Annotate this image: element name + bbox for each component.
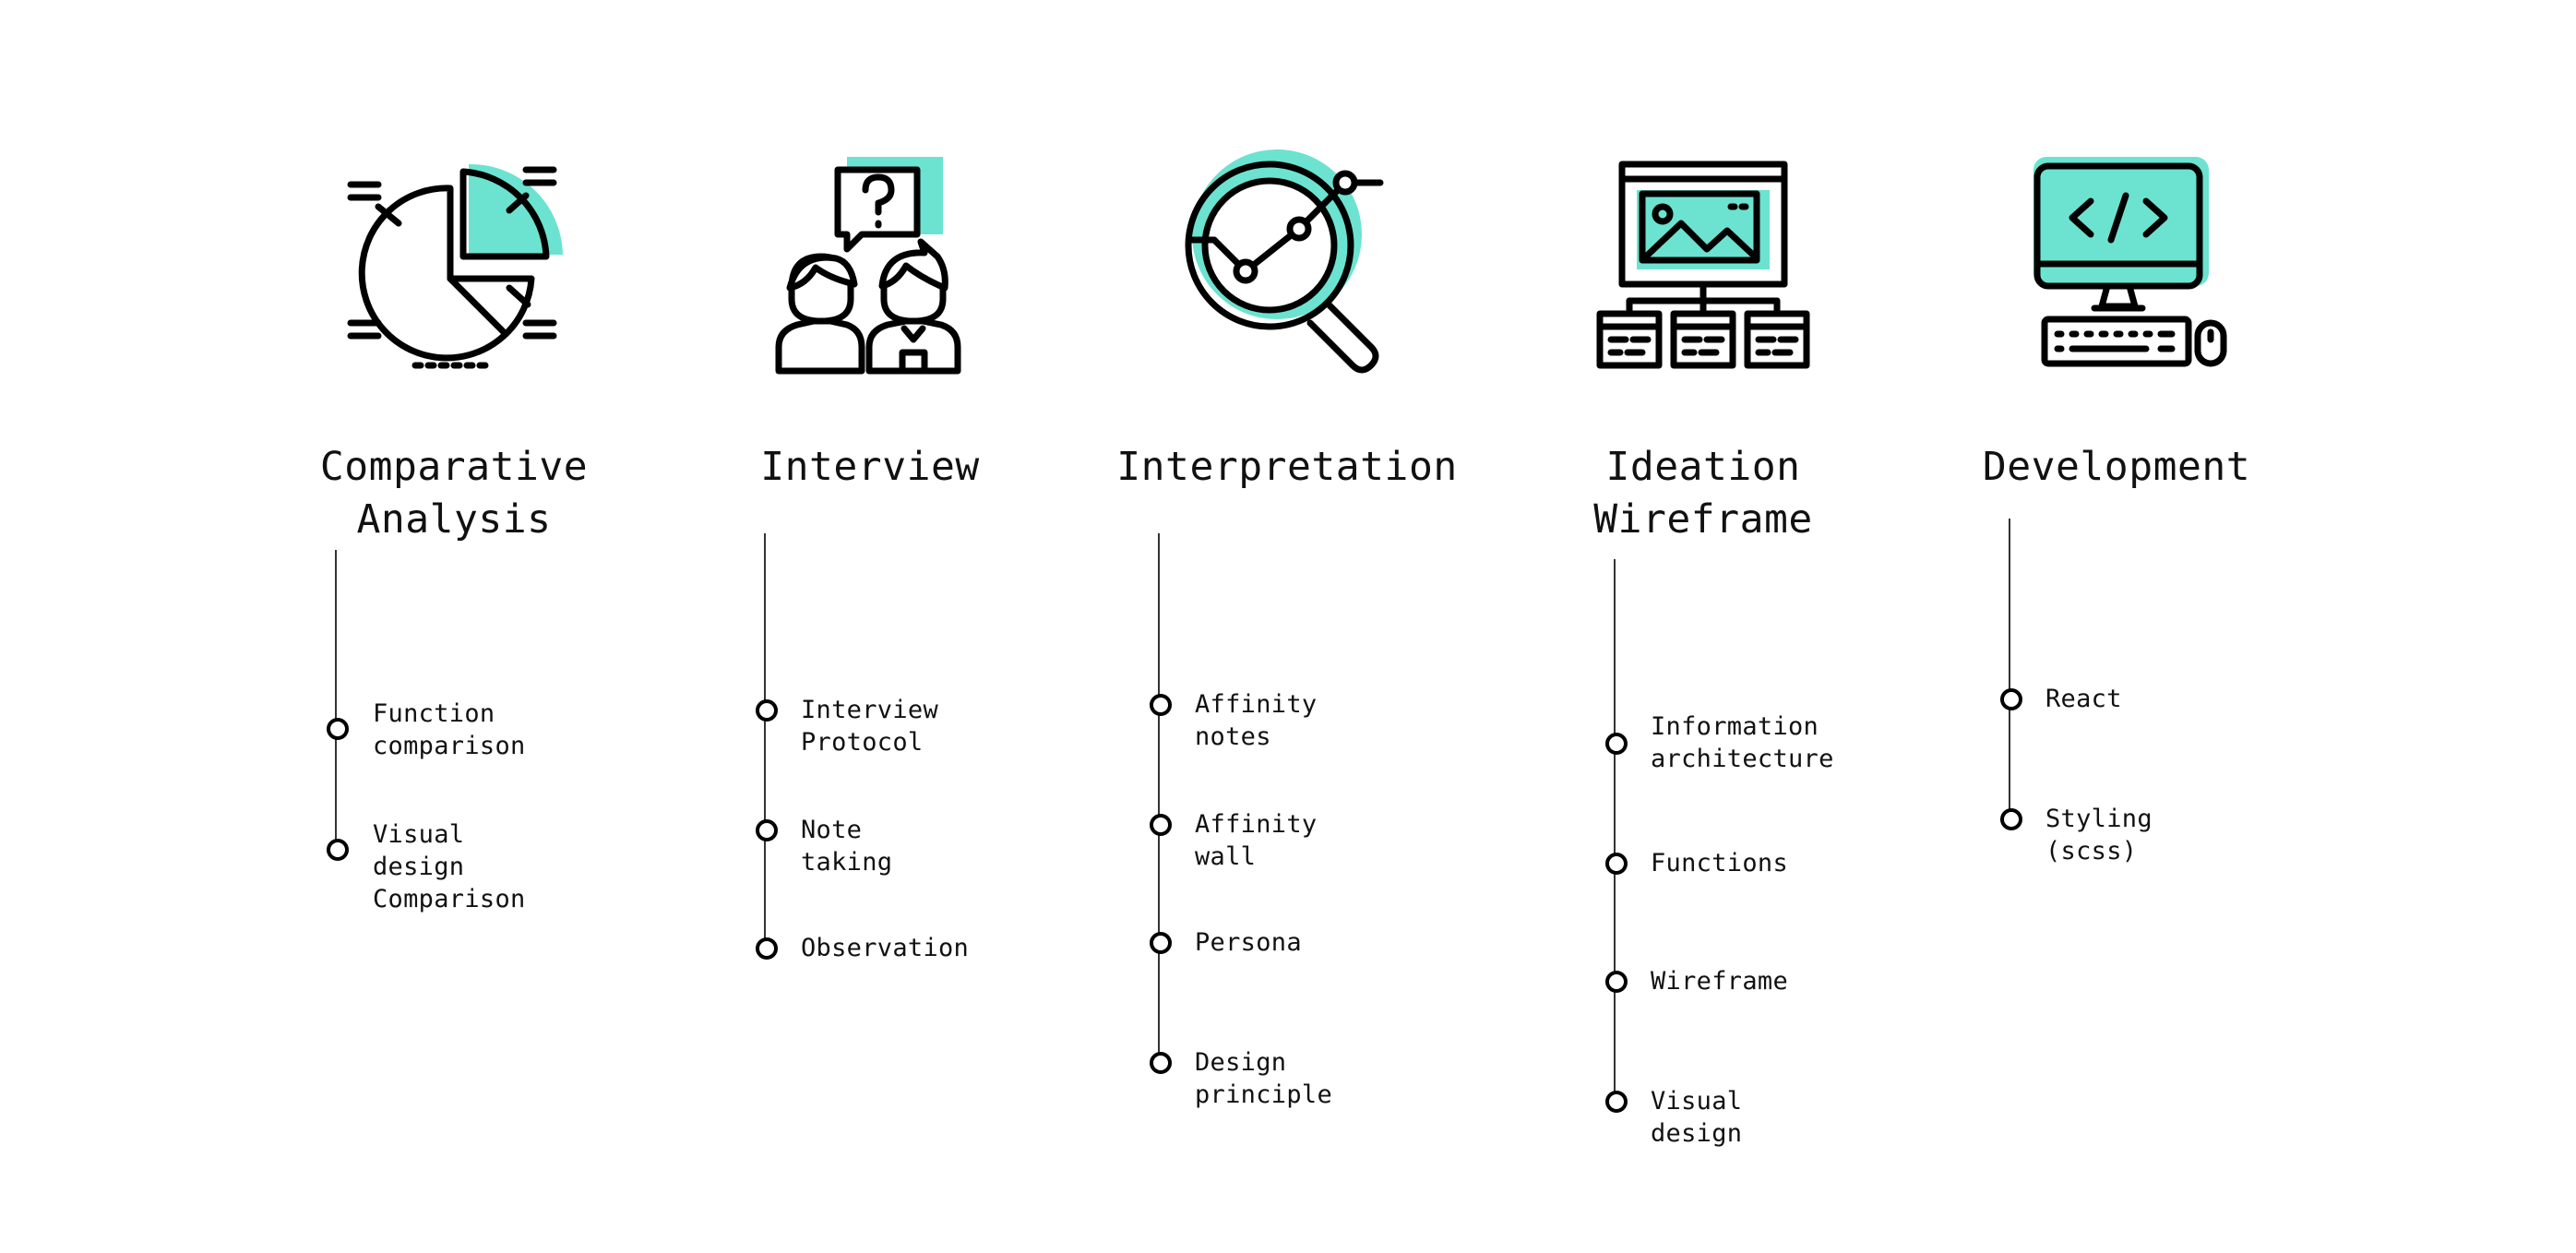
stage-title: Interview	[760, 444, 980, 490]
timeline-line	[2009, 519, 2010, 825]
timeline-line	[1158, 533, 1160, 1068]
timeline-node	[1605, 971, 1628, 993]
timeline-node	[1150, 1052, 1172, 1074]
timeline-node	[327, 718, 349, 740]
timeline-node	[756, 819, 778, 841]
timeline-node	[756, 699, 778, 722]
interview-people-icon	[766, 149, 987, 380]
timeline-node	[1150, 814, 1172, 836]
item-label: Information architecture	[1651, 712, 1834, 773]
stage-title: Ideation Wireframe	[1593, 444, 1813, 543]
item-label: React	[2045, 685, 2122, 713]
timeline-node	[2000, 688, 2022, 710]
item-label: Styling (scss)	[2045, 805, 2153, 865]
item-label: Design principle	[1195, 1048, 1332, 1109]
item-label: Interview Protocol	[801, 696, 938, 757]
timeline-line	[335, 550, 337, 849]
timeline-node	[756, 937, 778, 960]
item-label: Visual design Comparison	[373, 820, 526, 913]
timeline-node	[327, 839, 349, 861]
item-label: Functions	[1651, 849, 1788, 877]
sitemap-monitor-icon	[1592, 149, 1814, 380]
item-label: Wireframe	[1651, 967, 1788, 996]
timeline-node	[1605, 733, 1628, 755]
item-label: Visual design	[1651, 1087, 1743, 1148]
timeline-node	[1605, 853, 1628, 875]
item-label: Function comparison	[373, 699, 526, 760]
item-label: Observation	[801, 934, 970, 962]
timeline-line	[1614, 559, 1616, 1109]
code-computer-icon	[2006, 149, 2227, 380]
stage-title: Comparative Analysis	[319, 444, 589, 543]
item-label: Affinity wall	[1195, 810, 1318, 871]
item-label: Affinity notes	[1195, 690, 1318, 751]
magnifier-chart-icon	[1174, 149, 1395, 380]
item-label: Persona	[1195, 928, 1302, 957]
timeline-node	[1605, 1091, 1628, 1113]
timeline-line	[764, 533, 766, 949]
item-label: Note taking	[801, 816, 893, 877]
stage-title: Development	[1982, 444, 2251, 490]
timeline-node	[1150, 694, 1172, 716]
pie-chart-icon	[341, 149, 563, 380]
timeline-node	[2000, 808, 2022, 830]
stage-title: Interpretation	[1116, 444, 1458, 490]
timeline-node	[1150, 932, 1172, 954]
